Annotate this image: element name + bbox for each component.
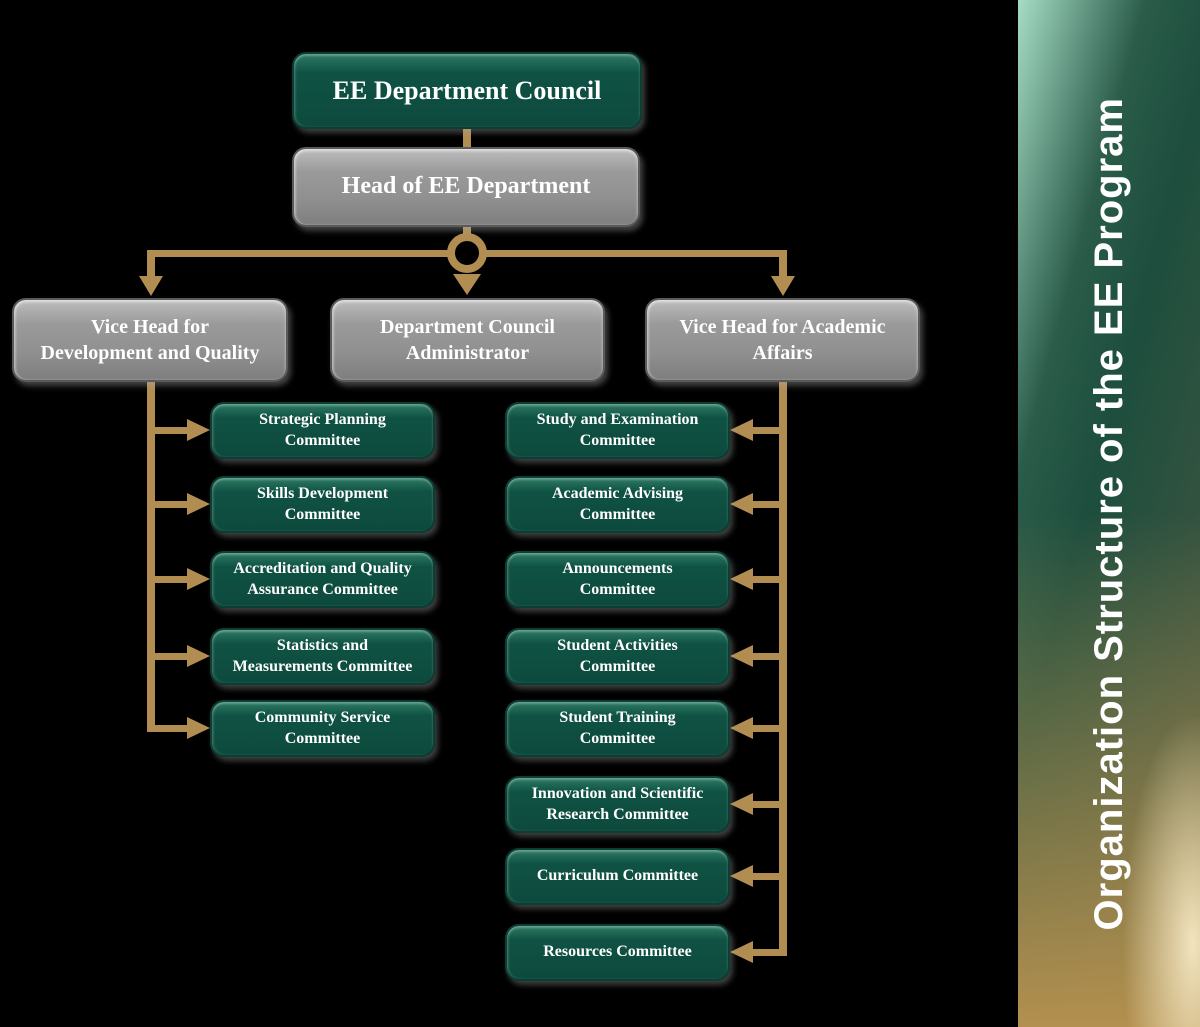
vice-acad-box: Vice Head for Academic Affairs [645,298,920,382]
committee-box-community-service: Community Service Committee [210,700,435,757]
junction-ring-icon [447,233,487,273]
right-branch-stem [779,381,787,956]
arrow-right-icon [187,645,210,667]
arrow-left-icon [730,645,753,667]
left-branch-stem [147,381,155,732]
branch-line [751,725,787,732]
page-title: Organization Structure of the EE Program [1086,96,1131,931]
arrow-left-icon [730,419,753,441]
arrow-right-icon [187,493,210,515]
branch-line [151,725,191,732]
branch-line [751,576,787,583]
committee-box-accreditation-quality: Accreditation and Quality Assurance Comm… [210,551,435,608]
arrow-right-icon [187,419,210,441]
arrow-right-icon [187,717,210,739]
branch-line [751,801,787,808]
branch-line [151,427,191,434]
branch-line [751,501,787,508]
sidebar-title-wrap: Organization Structure of the EE Program [1018,0,1200,1027]
branch-line [151,576,191,583]
sidebar-band: Organization Structure of the EE Program [1018,0,1200,1027]
branch-line [151,653,191,660]
head-box: Head of EE Department [292,147,640,227]
connector-left-drop [147,250,155,278]
committee-box-innovation-research: Innovation and Scientific Research Commi… [505,776,730,833]
council-box: EE Department Council [292,52,642,129]
committee-box-academic-advising: Academic Advising Committee [505,476,730,533]
committee-box-curriculum: Curriculum Committee [505,848,730,905]
arrow-down-icon [771,276,795,296]
admin-box: Department Council Administrator [330,298,605,382]
branch-line [151,501,191,508]
arrow-left-icon [730,493,753,515]
committee-box-student-training: Student Training Committee [505,700,730,757]
committee-box-resources: Resources Committee [505,924,730,981]
arrow-left-icon [730,568,753,590]
arrow-down-icon [139,276,163,296]
committee-box-statistics-measurements: Statistics and Measurements Committee [210,628,435,685]
committee-box-student-activities: Student Activities Committee [505,628,730,685]
arrow-right-icon [187,568,210,590]
branch-line [751,653,787,660]
connector-council-head [463,128,471,148]
connector-head-junction [463,226,471,238]
committee-box-strategic-planning: Strategic Planning Committee [210,402,435,459]
vice-dev-box: Vice Head for Development and Quality [12,298,288,382]
committee-box-skills-development: Skills Development Committee [210,476,435,533]
connector-right-drop [779,250,787,278]
branch-line [751,427,787,434]
arrow-left-icon [730,793,753,815]
committee-box-announcements: Announcements Committee [505,551,730,608]
arrow-left-icon [730,717,753,739]
branch-line [751,873,787,880]
arrow-left-icon [730,865,753,887]
committee-box-study-examination: Study and Examination Committee [505,402,730,459]
arrow-left-icon [730,941,753,963]
branch-line [751,949,787,956]
arrow-down-icon [453,274,481,295]
